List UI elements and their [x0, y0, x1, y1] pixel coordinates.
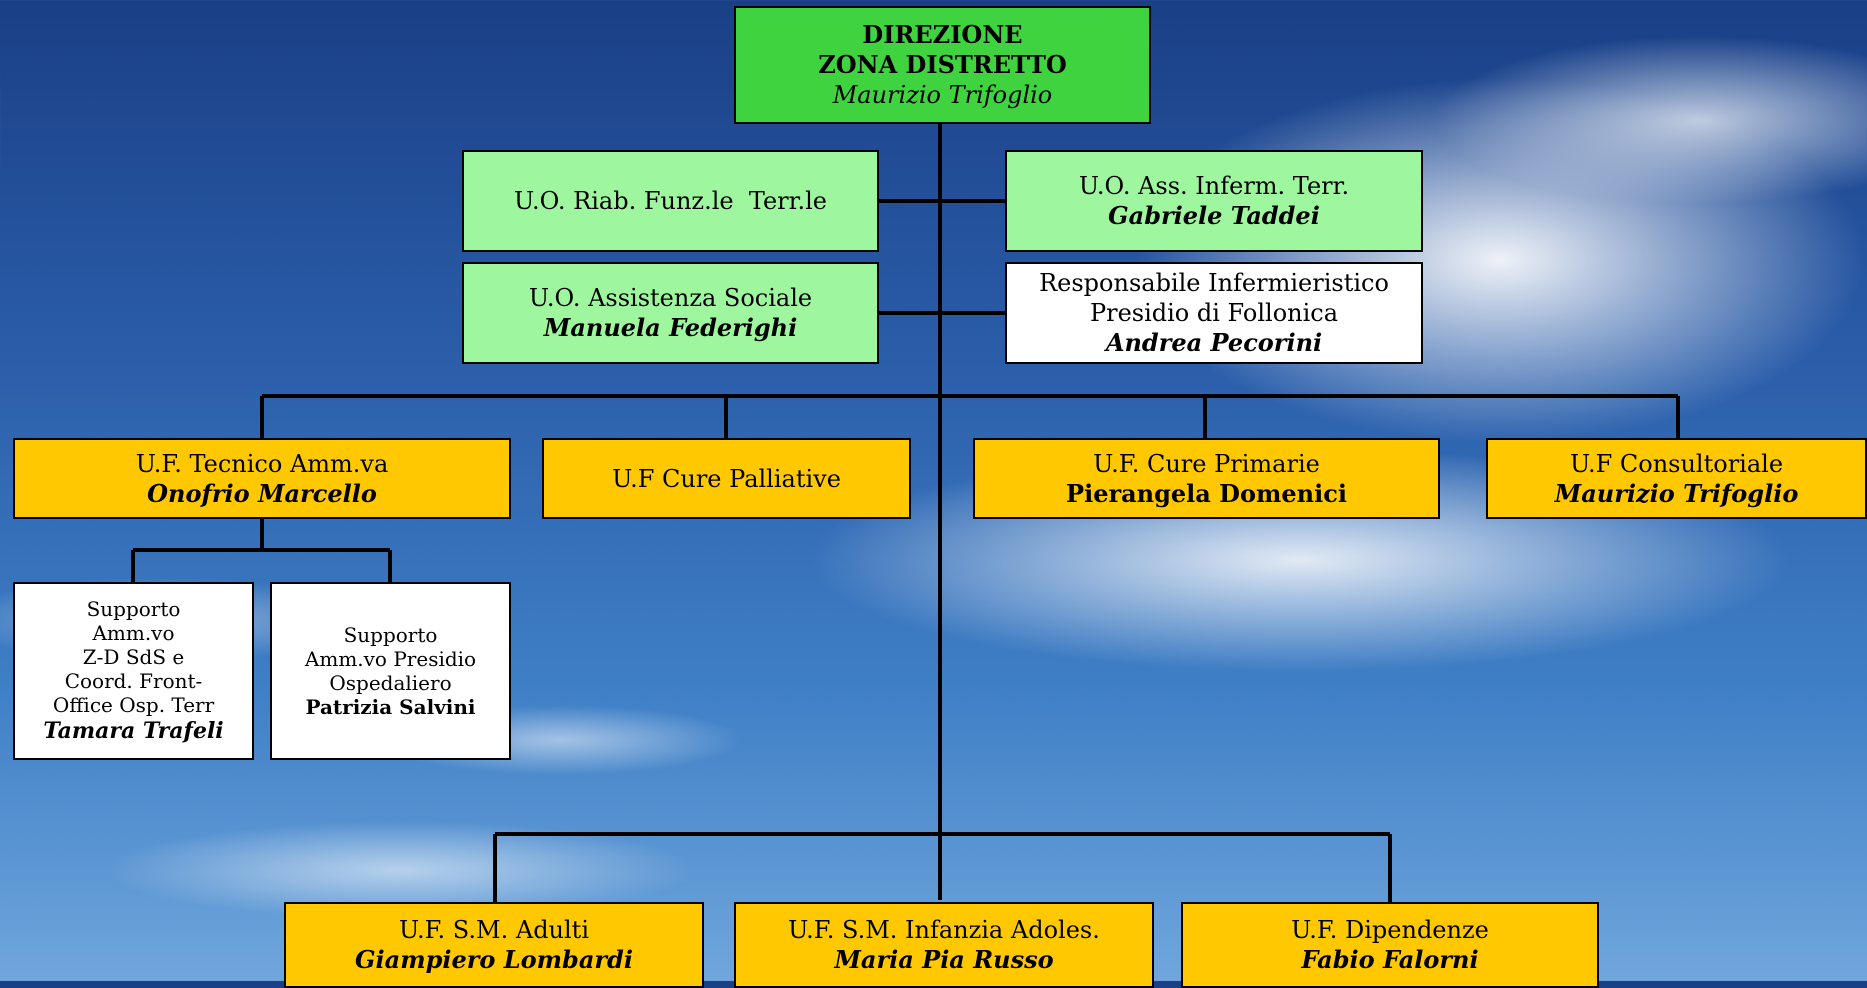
- uf-sm-adulti-box: U.F. S.M. Adulti Giampiero Lombardi: [284, 902, 704, 988]
- uf-cure-palliative-label: U.F Cure Palliative: [612, 464, 841, 493]
- uo-riab-label: U.O. Riab. Funz.le Terr.le: [514, 187, 827, 215]
- supporto-presidio-box: Supporto Amm.vo Presidio Ospedaliero Pat…: [270, 582, 511, 760]
- uf-sm-infanzia-label: U.F. S.M. Infanzia Adoles.: [788, 916, 1100, 944]
- uo-ass-inferm-box: U.O. Ass. Inferm. Terr. Gabriele Taddei: [1005, 150, 1423, 252]
- supporto-presidio-line: Supporto: [343, 623, 438, 647]
- uf-consultoriale-box: U.F Consultoriale Maurizio Trifoglio: [1486, 438, 1867, 519]
- supporto-zd-line: Amm.vo: [92, 621, 175, 645]
- uf-cure-primarie-label: U.F. Cure Primarie: [1093, 449, 1320, 478]
- uf-dipendenze-box: U.F. Dipendenze Fabio Falorni: [1181, 902, 1599, 988]
- resp-infermieristico-box: Responsabile Infermieristico Presidio di…: [1005, 262, 1423, 364]
- supporto-zd-line: Z-D SdS e: [82, 645, 185, 669]
- uf-cure-palliative-box: U.F Cure Palliative: [542, 438, 911, 519]
- uf-sm-adulti-label: U.F. S.M. Adulti: [398, 916, 590, 944]
- supporto-presidio-line: Ospedaliero: [329, 671, 452, 695]
- uf-sm-adulti-name: Giampiero Lombardi: [355, 945, 633, 974]
- supporto-presidio-name: Patrizia Salvini: [305, 695, 476, 719]
- supporto-zd-line: Supporto: [86, 597, 181, 621]
- direzione-box: DIREZIONE ZONA DISTRETTO Maurizio Trifog…: [734, 6, 1151, 124]
- uf-cure-primarie-name: Pierangela Domenici: [1066, 478, 1347, 508]
- uf-tecnico-label: U.F. Tecnico Amm.va: [135, 449, 389, 478]
- direzione-name: Maurizio Trifoglio: [832, 81, 1053, 109]
- uf-sm-infanzia-name: Maria Pia Russo: [834, 945, 1054, 974]
- uo-ass-inferm-name: Gabriele Taddei: [1108, 201, 1320, 230]
- uf-dipendenze-label: U.F. Dipendenze: [1291, 916, 1489, 944]
- uo-riab-box: U.O. Riab. Funz.le Terr.le: [462, 150, 879, 252]
- uo-assistenza-sociale-label: U.O. Assistenza Sociale: [528, 284, 813, 312]
- uo-ass-inferm-label: U.O. Ass. Inferm. Terr.: [1078, 172, 1350, 200]
- uf-consultoriale-name: Maurizio Trifoglio: [1554, 478, 1799, 508]
- uf-cure-primarie-box: U.F. Cure Primarie Pierangela Domenici: [973, 438, 1440, 519]
- uo-assistenza-sociale-name: Manuela Federighi: [543, 313, 798, 342]
- supporto-zd-line: Office Osp. Terr: [52, 693, 215, 717]
- resp-infermieristico-line1: Responsabile Infermieristico: [1039, 269, 1389, 297]
- supporto-presidio-line: Amm.vo Presidio: [304, 647, 477, 671]
- direzione-title-line2: ZONA DISTRETTO: [818, 50, 1067, 79]
- uf-sm-infanzia-box: U.F. S.M. Infanzia Adoles. Maria Pia Rus…: [734, 902, 1154, 988]
- uf-tecnico-box: U.F. Tecnico Amm.va Onofrio Marcello: [13, 438, 511, 519]
- supporto-zd-name: Tamara Trafeli: [43, 718, 224, 744]
- resp-infermieristico-name: Andrea Pecorini: [1105, 328, 1323, 357]
- uf-consultoriale-label: U.F Consultoriale: [1569, 449, 1784, 478]
- supporto-zd-box: Supporto Amm.vo Z-D SdS e Coord. Front- …: [13, 582, 254, 760]
- direzione-title-line1: DIREZIONE: [862, 20, 1023, 49]
- resp-infermieristico-line2: Presidio di Follonica: [1089, 299, 1339, 327]
- uo-assistenza-sociale-box: U.O. Assistenza Sociale Manuela Federigh…: [462, 262, 879, 364]
- uf-dipendenze-name: Fabio Falorni: [1301, 945, 1479, 974]
- supporto-zd-line: Coord. Front-: [64, 669, 203, 693]
- uf-tecnico-name: Onofrio Marcello: [147, 478, 377, 508]
